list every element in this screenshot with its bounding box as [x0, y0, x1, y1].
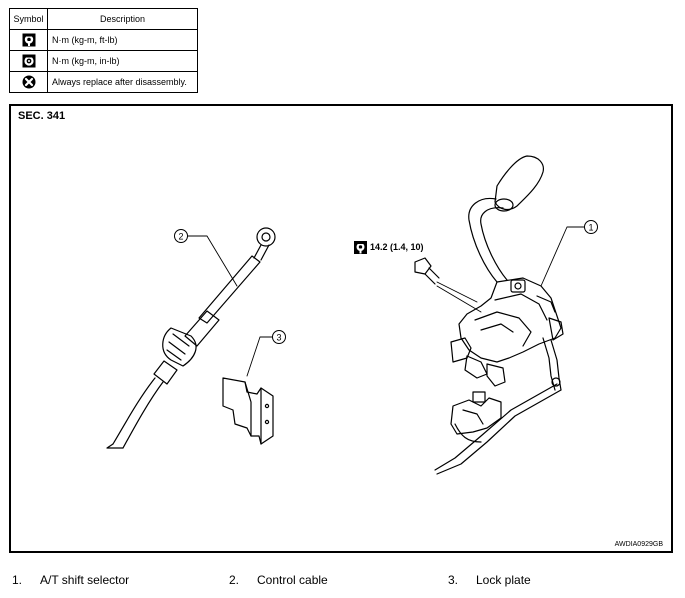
callout-2: 2	[174, 229, 188, 243]
callout-2-label: 2	[178, 232, 183, 242]
legend-symbol-cell	[9, 29, 48, 51]
parts-list: 1. A/T shift selector 2. Control cable 3. L…	[12, 573, 672, 591]
torque-spec-label: 14.2 (1.4, 10)	[370, 242, 424, 252]
part-item-control-cable: 2. Control cable	[229, 573, 328, 587]
section-label: SEC. 341	[18, 110, 66, 122]
legend-header-description: Description	[47, 8, 198, 30]
shift-selector-assembly-drawing	[414, 155, 585, 475]
symbol-legend-table: Symbol Description N·m (kg-m, ft-lb) N	[9, 8, 198, 93]
legend-description: N·m (kg-m, in-lb)	[47, 50, 198, 72]
legend-header-row: Symbol Description	[9, 8, 198, 30]
legend-row: Always replace after disassembly.	[9, 71, 198, 93]
callout-1-label: 1	[588, 223, 593, 233]
legend-symbol-cell	[9, 50, 48, 72]
part-item-shift-selector: 1. A/T shift selector	[12, 573, 129, 587]
torque-wrench-ftlb-icon	[354, 241, 367, 254]
part-number: 1.	[12, 573, 23, 587]
part-name: A/T shift selector	[40, 573, 130, 587]
legend-description: Always replace after disassembly.	[47, 71, 198, 93]
legend-description: N·m (kg-m, ft-lb)	[47, 29, 198, 51]
figure-id: AWDIA0929GB	[614, 541, 663, 548]
legend-header-symbol: Symbol	[9, 8, 48, 30]
legend-symbol-cell	[9, 71, 48, 93]
part-name: Lock plate	[476, 573, 531, 587]
part-number: 2.	[229, 573, 240, 587]
legend-row: N·m (kg-m, ft-lb)	[9, 29, 198, 51]
lock-plate-drawing	[222, 336, 274, 445]
callout-3: 3	[272, 330, 286, 344]
torque-wrench-inlb-icon	[22, 54, 35, 68]
part-item-lock-plate: 3. Lock plate	[448, 573, 531, 587]
legend-row: N·m (kg-m, in-lb)	[9, 50, 198, 72]
always-replace-icon	[22, 75, 35, 89]
callout-1: 1	[584, 220, 598, 234]
shift-selector-drawing: 1 2 3	[106, 155, 598, 475]
part-number: 3.	[448, 573, 459, 587]
exploded-view-figure: SEC. 341	[9, 104, 673, 553]
control-cable-drawing	[106, 227, 276, 449]
part-name: Control cable	[257, 573, 328, 587]
torque-wrench-ftlb-icon	[22, 33, 35, 47]
callout-3-label: 3	[276, 333, 281, 343]
